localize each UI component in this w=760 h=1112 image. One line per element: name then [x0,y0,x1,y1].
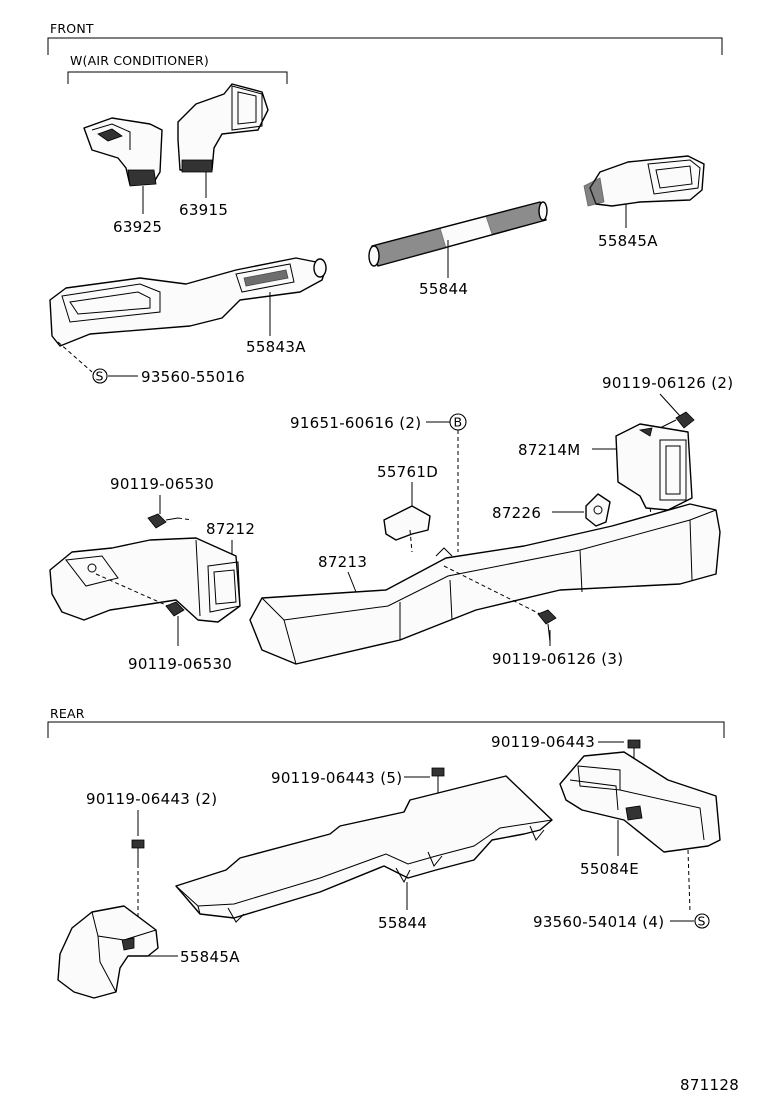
symbol-s-right-text: S [698,914,706,929]
rear-section-title: REAR [50,706,85,721]
label-55845a-rear: 55845A [180,948,240,966]
bolt-90119-06126-top [659,411,695,429]
symbol-s-left-text: S [96,369,104,384]
label-87212: 87212 [206,520,255,538]
part-87213 [249,503,721,665]
label-90119-06126-3: 90119-06126 (3) [492,650,623,668]
front-section-title: FRONT [50,21,94,36]
label-55845a-front: 55845A [598,232,658,250]
symbol-s-right [694,913,710,929]
air-conditioner-title: W(AIR CONDITIONER) [70,53,209,68]
label-90119-06443-2: 90119-06443 (2) [86,790,217,808]
bolt-90119-06126-bottom [537,609,557,643]
label-91651-60616: 91651-60616 (2) [290,414,421,432]
label-87226: 87226 [492,504,541,522]
part-55844-front [368,201,548,278]
part-55844-rear [175,775,553,923]
part-87214m [615,423,693,521]
label-93560-54014-4: 93560-54014 (4) [533,913,664,931]
part-55084e [559,751,721,913]
part-55845a-front [583,155,705,228]
label-87213: 87213 [318,553,367,571]
label-93560-55016: 93560-55016 [141,368,245,386]
part-87212 [49,537,241,623]
bolt-90119-06530-bottom [165,601,185,617]
bolt-90119-06530-top [147,513,193,529]
label-55844-rear: 55844 [378,914,427,932]
part-55845a-rear [57,905,159,999]
symbol-s-left [92,368,108,384]
label-55844-front: 55844 [419,280,468,298]
front-section: FRONT W(AIR CONDITIONER) [47,21,723,84]
diagram-number: 871128 [680,1076,739,1094]
label-55843a: 55843A [246,338,306,356]
part-55761d [383,505,431,553]
label-90119-06443-5: 90119-06443 (5) [271,769,402,787]
label-90119-06530-bottom: 90119-06530 [128,655,232,673]
bolt-90119-06443-left [131,839,145,922]
label-55084e: 55084E [580,860,639,878]
label-90119-06126-2: 90119-06126 (2) [602,374,733,392]
part-63915 [177,83,269,198]
part-55843a [49,257,327,373]
symbol-b-text: B [454,415,463,430]
part-87226 [585,493,611,527]
rear-section: REAR [47,706,725,738]
label-55761d: 55761D [377,463,438,481]
label-90119-06443-right: 90119-06443 [491,733,595,751]
label-87214m: 87214M [518,441,580,459]
label-63915: 63915 [179,201,228,219]
label-63925: 63925 [113,218,162,236]
part-63925 [83,117,163,214]
label-90119-06530-top: 90119-06530 [110,475,214,493]
